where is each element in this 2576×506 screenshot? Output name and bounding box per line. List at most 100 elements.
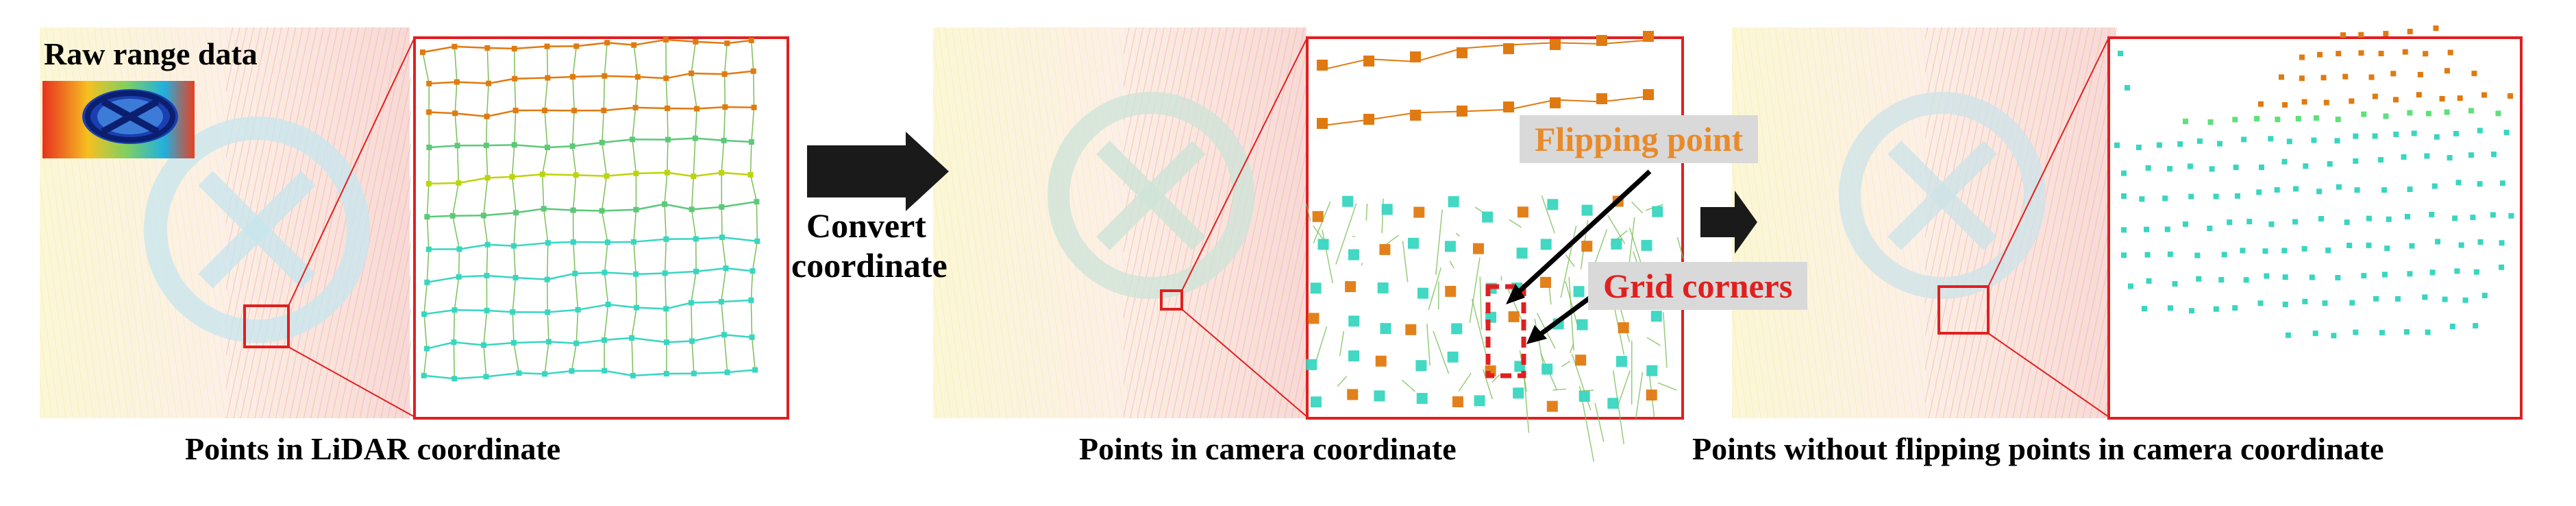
lidar-grid-point [724, 40, 730, 46]
lidar-grid-point [573, 172, 579, 178]
lidar-grid-point [546, 339, 552, 344]
filtered-point [2425, 330, 2431, 335]
lidar-grid-point [599, 140, 605, 145]
lidar-grid-point [722, 104, 728, 110]
filtered-point [2407, 29, 2413, 34]
lidar-grid-point [694, 106, 699, 112]
lidar-grid-point [426, 247, 432, 252]
filtered-point [2405, 214, 2410, 219]
lidar-grid-point [424, 346, 430, 351]
lidar-grid-point [426, 181, 432, 186]
filtered-point [2471, 71, 2477, 76]
lidar-grid-point [456, 274, 462, 280]
lidar-grid-point [420, 49, 425, 55]
lidar-grid-point [725, 370, 730, 375]
filtered-point [2268, 221, 2274, 227]
filtered-point [2444, 68, 2450, 73]
camera-grid-point [1547, 401, 1558, 412]
filtered-point [2275, 117, 2280, 122]
filtered-point [2256, 189, 2262, 195]
filtered-point [2208, 119, 2214, 125]
lidar-grid-point [719, 204, 724, 210]
lidar-grid-point [572, 271, 578, 276]
filtered-point [2384, 245, 2390, 251]
filtered-point [2183, 119, 2188, 124]
filtered-point [2361, 273, 2366, 278]
lidar-grid-point [602, 337, 607, 343]
filtered-point [2168, 252, 2173, 257]
filtered-point [2468, 108, 2474, 113]
filtered-point [2227, 219, 2232, 225]
lidar-grid-point [481, 342, 486, 348]
lidar-grid-point [540, 171, 545, 177]
camera-grid-point [1607, 398, 1618, 409]
lidar-grid-point [571, 208, 576, 213]
camera-grid-point [1503, 43, 1514, 54]
filtered-point [2246, 219, 2252, 224]
camera-grid-point [1405, 324, 1416, 335]
camera-grid-point [1457, 106, 1467, 117]
filtered-point [2259, 165, 2264, 170]
filtered-point [2499, 240, 2505, 245]
caption-camera: Points in camera coordinate [1079, 431, 1457, 467]
filtered-point [2379, 51, 2384, 56]
lidar-grid-point [630, 373, 636, 378]
filtered-point [2416, 92, 2422, 97]
filtered-point [2214, 193, 2219, 199]
camera-grid-point [1445, 241, 1456, 252]
filtered-point [2448, 50, 2453, 56]
camera-grid-point [1451, 323, 1462, 334]
filtered-point [2146, 278, 2152, 284]
lidar-grid-point [513, 210, 519, 215]
lidar-grid-point [510, 309, 515, 315]
filtered-point [2121, 193, 2127, 199]
lidar-grid-point [665, 170, 670, 176]
lidar-grid-point [633, 105, 639, 110]
camera-grid-point [1503, 101, 1514, 112]
lidar-grid-point [545, 75, 550, 81]
filtered-point [2302, 99, 2307, 105]
filtered-point [2299, 75, 2305, 81]
filtered-point [2382, 272, 2388, 277]
camera-grid-point [1448, 196, 1459, 207]
filtered-point [2459, 242, 2464, 248]
camera-grid-point [1347, 389, 1358, 400]
filtered-point [2373, 296, 2379, 302]
filtered-point [2128, 283, 2133, 289]
filtered-point [2189, 308, 2194, 313]
lidar-grid-point [631, 43, 636, 48]
camera-grid-point [1579, 391, 1590, 402]
filtered-point [2358, 32, 2364, 38]
filtered-point [2452, 215, 2457, 221]
filtered-point [2146, 165, 2151, 171]
filtered-point [2162, 195, 2168, 201]
camera-grid-point [1313, 211, 1324, 222]
filtered-point [2336, 117, 2341, 122]
raw-range-label: Raw range data [44, 36, 258, 72]
filtered-point [2418, 72, 2423, 77]
filtered-point [2407, 110, 2412, 116]
lidar-grid-point [484, 143, 489, 148]
filtered-zoom-panel [2109, 38, 2521, 418]
filtered-point [2369, 75, 2375, 80]
lidar-grid-point [424, 280, 430, 285]
lidar-grid-point [665, 137, 671, 143]
filtered-point [2500, 180, 2505, 186]
filtered-point-cloud [1732, 27, 2117, 418]
filtered-point [2168, 305, 2173, 311]
filtered-point [2262, 248, 2268, 254]
filtered-point [2508, 213, 2514, 219]
lidar-grid-point [719, 170, 724, 176]
lidar-grid-point [629, 335, 634, 341]
filtered-point [2188, 194, 2194, 200]
filtered-point [2196, 276, 2201, 282]
camera-grid-point [1474, 395, 1485, 406]
lidar-grid-point [665, 106, 670, 111]
filtered-point [2142, 306, 2147, 311]
camera-grid-point [1379, 244, 1390, 255]
filtered-point [2314, 115, 2319, 121]
camera-grid-point [1646, 389, 1657, 400]
filtered-point [2468, 152, 2474, 158]
filtered-point [2470, 215, 2475, 220]
